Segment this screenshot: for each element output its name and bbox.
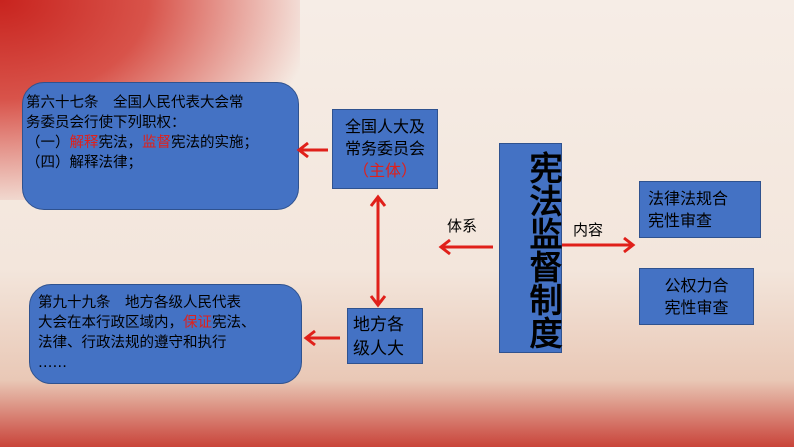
item-text: 宪法， [98, 135, 143, 151]
text: 大会在本行政区域内， [38, 315, 183, 331]
article-99-line4: …… [38, 355, 67, 371]
center-title-box: 宪法监督制度 [499, 143, 563, 353]
content-line2: 宪性审查 [664, 298, 729, 317]
arrow-head [438, 238, 451, 256]
system-label: 体系 [447, 217, 478, 235]
content-label: 内容 [573, 221, 604, 239]
content-line1: 法律法规合 [648, 189, 729, 208]
arrow-head [623, 236, 636, 254]
content-box-power: 公权力合 宪性审查 [639, 268, 754, 325]
local-box: 地方各 级人大 [347, 308, 423, 364]
local-line1: 地方各 [353, 315, 404, 335]
arrow-head [296, 141, 309, 159]
article-67-item1: （一）解释宪法，监督宪法的实施； [26, 133, 294, 153]
npc-line2: 常务委员会 [344, 139, 425, 158]
text: 宪法、 [212, 315, 256, 331]
article-99-line3: 法律、行政法规的遵守和执行 [38, 335, 227, 351]
highlight-interpret: 解释 [69, 135, 99, 151]
article-99-box: 第九十九条 地方各级人民代表 大会在本行政区域内，保证宪法、 法律、行政法规的遵… [29, 284, 302, 384]
article-99-line1: 第九十九条 地方各级人民代表 [38, 295, 241, 311]
local-line2: 级人大 [353, 339, 404, 359]
highlight-supervise: 监督 [142, 135, 171, 151]
article-67-line1: 第六十七条 全国人民代表大会常 [26, 95, 244, 111]
content-line1: 公权力合 [664, 276, 729, 295]
arrow-head [369, 295, 387, 308]
arrow-head [369, 194, 387, 207]
article-67-item4: （四）解释法律； [26, 155, 142, 171]
item-prefix: （一） [26, 135, 70, 151]
subject-label: （主体） [352, 161, 417, 180]
npc-line1: 全国人大及 [344, 117, 425, 136]
center-title: 宪法监督制度 [524, 151, 563, 349]
article-67-box: 第六十七条 全国人民代表大会常 务委员会行使下列职权： （一）解释宪法，监督宪法… [22, 82, 299, 210]
npc-box: 全国人大及 常务委员会 （主体） [332, 109, 438, 189]
article-67-line2: 务委员会行使下列职权： [26, 115, 186, 131]
content-line2: 宪性审查 [648, 211, 713, 230]
content-box-laws: 法律法规合 宪性审查 [639, 181, 761, 238]
arrow-head [303, 329, 316, 347]
item-text: 宪法的实施； [171, 135, 258, 151]
highlight-guarantee: 保证 [183, 315, 212, 331]
article-99-line2: 大会在本行政区域内，保证宪法、 [38, 313, 293, 333]
